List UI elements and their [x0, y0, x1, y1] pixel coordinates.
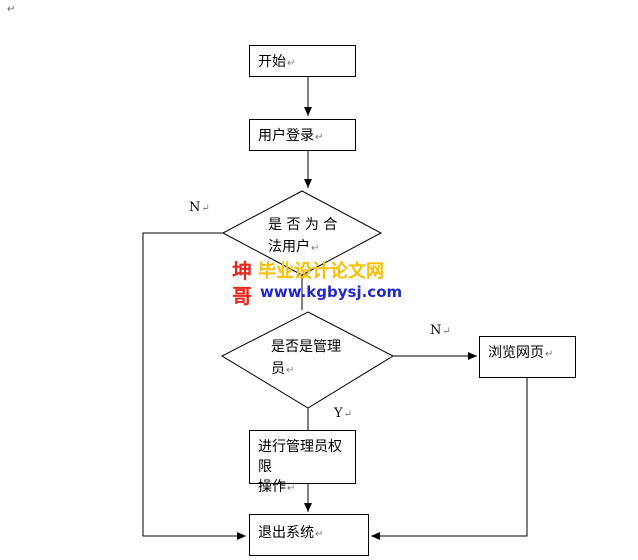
decision-admin-line1: 是否是管理 [271, 339, 341, 355]
arrow-browse-to-exit [371, 378, 528, 540]
browse-box: 浏览网页↵ [479, 336, 576, 378]
admin-ops-box: 进行管理员权限 操作↵ [249, 430, 356, 495]
exit-label: 退出系统 [258, 525, 314, 541]
label-n-admin: N↵ [430, 323, 451, 338]
watermark-char-kun: 坤 [232, 259, 252, 283]
admin-ops-label-line2: 操作 [258, 479, 286, 495]
login-box: 用户登录↵ [249, 119, 356, 151]
decision-legal-text: 是 否 为 合 法用户↵ [268, 214, 337, 260]
label-n-legal: N↵ [189, 200, 210, 215]
watermark-char-ge: 哥 [232, 284, 252, 308]
browse-label: 浏览网页 [488, 345, 544, 361]
decision-legal-line2: 法用户 [268, 239, 310, 255]
arrow-not-legal-to-exit [142, 232, 246, 540]
decision-admin-text: 是否是管理 员↵ [271, 336, 341, 382]
start-box: 开始↵ [249, 45, 356, 77]
label-y-admin: Y↵ [334, 406, 352, 421]
watermark-site-name: 毕业设计论文网 [258, 261, 384, 282]
login-label: 用户登录 [258, 128, 314, 144]
admin-ops-label-line1: 进行管理员权限 [258, 439, 342, 475]
exit-box: 退出系统↵ [249, 514, 369, 556]
decision-legal-line1: 是 否 为 合 [268, 217, 338, 233]
watermark-url: www.kgbysj.com [260, 283, 403, 301]
start-label: 开始 [258, 54, 286, 70]
corner-paragraph-mark: ↵ [7, 4, 16, 15]
watermark: 坤 毕业设计论文网 哥 www.kgbysj.com [232, 255, 422, 308]
decision-admin-line2: 员 [271, 361, 285, 377]
